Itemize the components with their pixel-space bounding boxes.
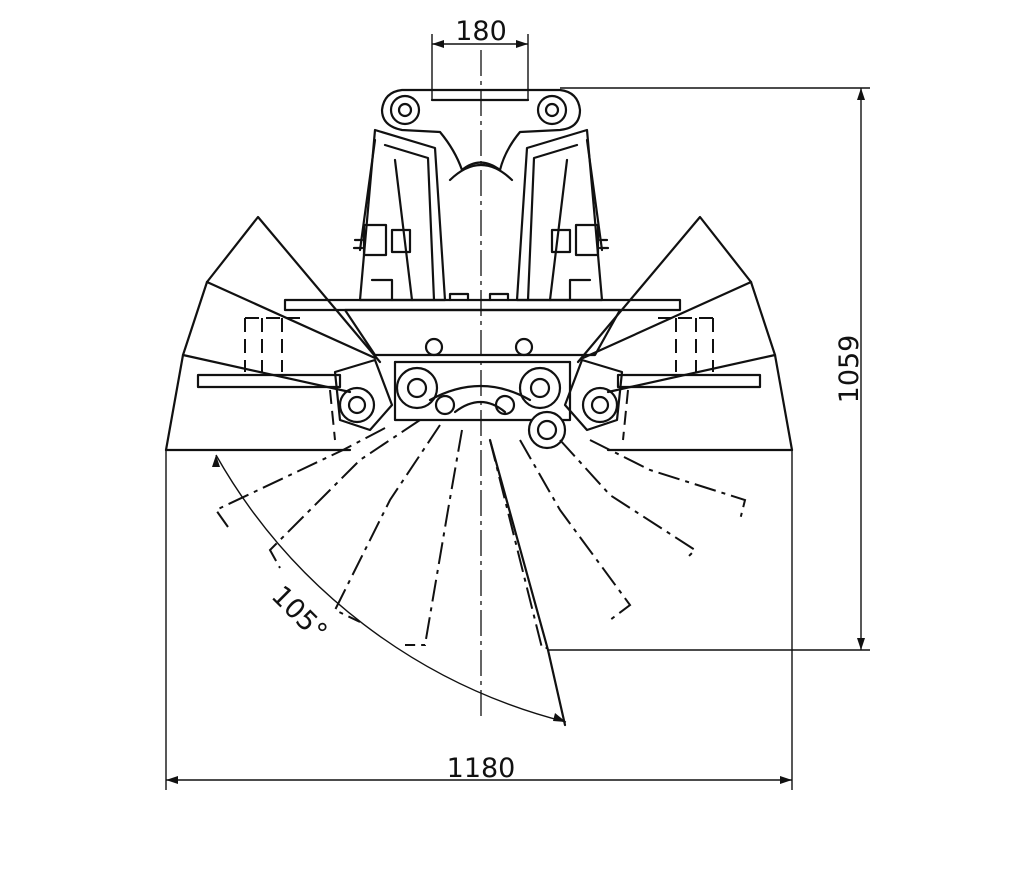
right-shell-open <box>576 215 794 452</box>
dimension-1180-label: 1180 <box>447 753 516 784</box>
dimension-1059-label: 1059 <box>834 335 865 404</box>
dimension-angle: 105° <box>212 454 567 723</box>
shell-sweep-positions <box>214 419 747 727</box>
dimension-1059: 1059 <box>548 87 870 651</box>
dimension-1180: 1180 <box>165 450 793 790</box>
top-head <box>380 88 582 182</box>
right-cylinder <box>515 128 610 302</box>
dimension-180: 180 <box>431 16 529 100</box>
left-shell-open <box>164 215 382 452</box>
pivot-links <box>329 358 629 450</box>
dimension-180-label: 180 <box>455 16 507 47</box>
left-cylinder <box>352 128 447 302</box>
